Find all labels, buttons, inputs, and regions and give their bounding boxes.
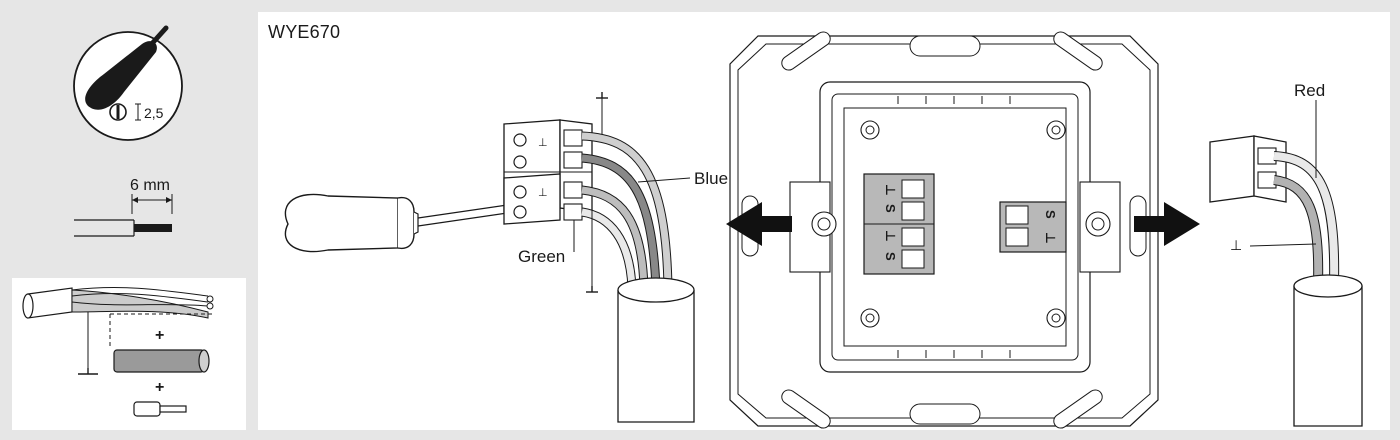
module-right-ground: ⊥ <box>1043 232 1058 244</box>
ground-label-right: ⊥ <box>1230 237 1242 253</box>
cable-sheath-right <box>1293 274 1363 427</box>
strip-length-label: 6 mm <box>130 177 170 194</box>
tools-panel: 2,5 6 mm <box>8 8 248 270</box>
shield-assembly-panel: + + <box>12 278 246 430</box>
tools-svg: 2,5 6 mm <box>73 25 183 237</box>
plus-sign-1: + <box>155 327 164 344</box>
terminal-block-4pin: ⊥ ⊥ <box>503 119 593 225</box>
module-left-ground-2: ⊥ <box>883 230 898 242</box>
arrow-left-icon <box>726 202 792 246</box>
module-terminal-left <box>863 173 935 275</box>
wire-label-red: Red <box>1294 81 1325 100</box>
ferrule-icon <box>133 401 187 417</box>
arrow-right-icon <box>1134 202 1200 246</box>
ground-leader-right <box>1249 243 1317 247</box>
shielded-cable-icon <box>22 287 214 375</box>
screwdriver-icon <box>73 25 183 141</box>
model-title: WYE670 <box>268 22 341 42</box>
module-right-signal: S <box>1043 210 1058 219</box>
block-ground-mark-2: ⊥ <box>538 187 548 199</box>
ground-leader-bottom <box>586 208 598 293</box>
blue-leader <box>637 177 691 183</box>
wiring-diagram-svg: ⊥ ⊥ <box>284 31 1363 429</box>
cable-bundle-right <box>1273 151 1340 285</box>
wiring-diagram-panel: ⊥ ⊥ <box>258 12 1390 430</box>
wire-label-blue: Blue <box>694 169 728 188</box>
mounting-frame <box>729 31 1159 429</box>
module-left-signal-1: S <box>883 204 898 213</box>
cable-sheath-left <box>617 277 695 423</box>
screwdriver-icon <box>284 193 515 253</box>
shield-assembly-svg: + + <box>22 287 214 417</box>
module-terminal-right <box>999 201 1067 253</box>
module-left-ground-1: ⊥ <box>883 184 898 196</box>
stripped-wire-icon <box>74 194 173 237</box>
ground-leader-top <box>596 92 608 134</box>
heat-shrink-sleeve-icon <box>113 349 210 373</box>
blade-size-label: 2,5 <box>144 105 164 121</box>
block-ground-mark-1: ⊥ <box>538 137 548 149</box>
cable-bundle-left <box>581 131 673 289</box>
module-left-signal-2: S <box>883 252 898 261</box>
wire-label-green: Green <box>518 247 565 266</box>
terminal-block-2pin <box>1209 135 1287 203</box>
plus-sign-2: + <box>155 379 164 396</box>
